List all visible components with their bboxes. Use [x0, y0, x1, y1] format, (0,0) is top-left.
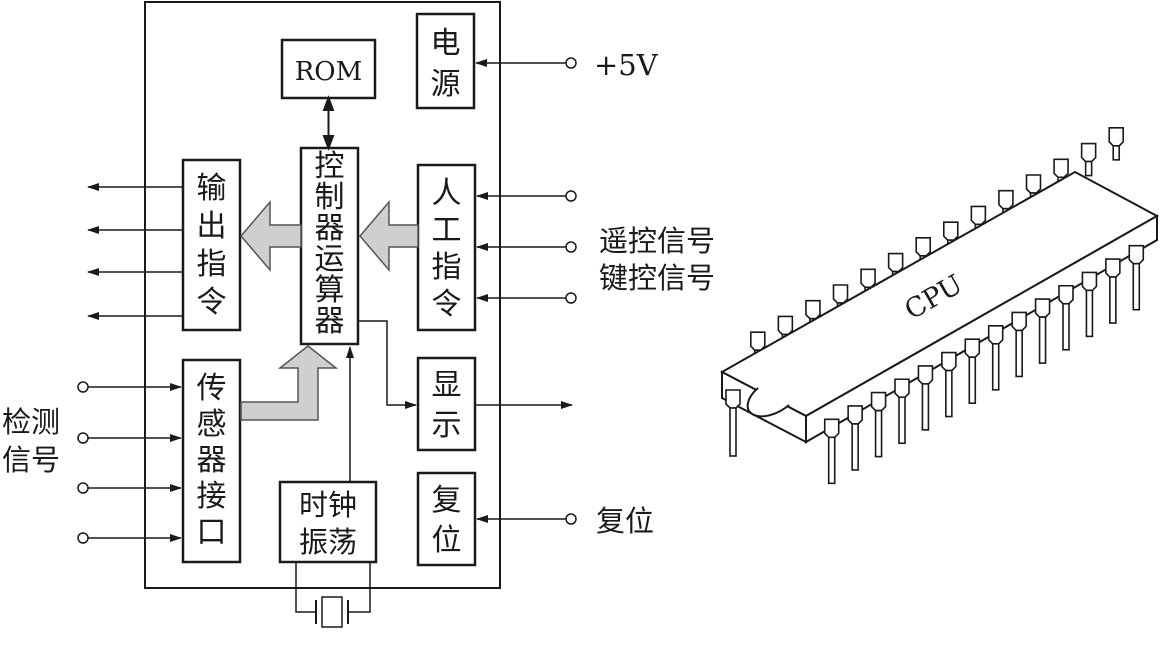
chip-pin — [1128, 244, 1145, 311]
cpu-chip-illustration: CPU — [719, 127, 1160, 485]
reset-signal-label: 复位 — [596, 504, 654, 538]
clock-oscillator-block: 时钟 振荡 — [278, 480, 378, 564]
chip-pin — [964, 338, 981, 404]
power-input-line — [475, 57, 577, 69]
detection-input-lines — [77, 381, 182, 544]
power-char: 源 — [431, 67, 461, 102]
controller-char: 制 — [315, 180, 345, 215]
clock-line: 时钟 — [299, 488, 357, 522]
chip-pin — [917, 365, 934, 431]
controller-char: 控 — [315, 149, 345, 184]
flow-arrow-manual-to-controller — [359, 199, 419, 273]
manual-input-lines — [476, 190, 577, 304]
sensor-char: 感 — [197, 407, 227, 442]
output-char: 出 — [197, 209, 227, 244]
display-char: 显 — [432, 368, 462, 403]
chip-pin — [1105, 258, 1121, 324]
controller-alu-block: 控 制 器 运 算 器 — [299, 146, 360, 346]
display-char: 示 — [432, 408, 462, 443]
display-block: 显 示 — [416, 356, 477, 452]
flow-arrow-controller-to-output — [240, 199, 302, 273]
sensor-char: 传 — [197, 371, 227, 406]
output-char: 指 — [197, 247, 227, 282]
chip-pin — [894, 378, 910, 445]
crystal-oscillator — [295, 562, 371, 628]
rom-bus-link — [322, 95, 335, 151]
clock-line: 振荡 — [299, 525, 357, 559]
output-char: 输 — [197, 171, 227, 206]
controller-to-display-line — [358, 320, 417, 409]
sensor-char: 口 — [197, 515, 227, 550]
chip-pin — [847, 405, 863, 471]
sensor-char: 接 — [197, 479, 227, 514]
chip-pin — [1058, 284, 1074, 351]
power-block: 电 源 — [415, 12, 476, 110]
flow-arrow-sensor-to-controller — [240, 345, 339, 421]
detection-signal-label: 信号 — [2, 443, 60, 477]
chip-pin — [1080, 142, 1097, 177]
manual-char: 令 — [432, 287, 462, 322]
chip-pin — [1011, 311, 1027, 378]
controller-char: 器 — [315, 211, 345, 246]
manual-char: 工 — [432, 213, 462, 248]
chip-notch — [746, 387, 790, 418]
chip-pin — [823, 418, 840, 485]
controller-char: 算 — [315, 273, 345, 308]
reset-block: 复 位 — [416, 471, 477, 567]
output-char: 令 — [197, 285, 227, 320]
chip-pin — [870, 391, 887, 458]
chip-pin — [725, 389, 741, 457]
chip-pin — [941, 351, 957, 418]
rom-block: ROM — [280, 38, 377, 100]
manual-command-block: 人 工 指 令 — [416, 163, 477, 332]
output-command-block: 输 出 指 令 — [181, 158, 242, 332]
output-signal-lines — [87, 183, 183, 320]
reset-input-line — [476, 513, 577, 525]
rom-label: ROM — [295, 57, 363, 87]
key-signal-label: 键控信号 — [599, 261, 715, 295]
controller-board-outline — [144, 1, 501, 589]
chip-pin — [1108, 127, 1125, 161]
controller-char: 运 — [315, 242, 345, 277]
detection-signal-label: 检测 — [2, 405, 60, 439]
sensor-interface-block: 传 感 器 接 口 — [181, 358, 242, 564]
manual-char: 人 — [432, 176, 462, 211]
manual-char: 指 — [432, 250, 462, 285]
reset-char: 复 — [432, 483, 462, 518]
power-char: 电 — [431, 26, 461, 61]
power-voltage-label: +5V — [594, 48, 659, 82]
controller-char: 器 — [315, 304, 345, 339]
chip-pin — [1081, 271, 1098, 338]
chip-pin — [1034, 298, 1051, 364]
remote-signal-label: 遥控信号 — [599, 224, 715, 258]
chip-pins-front-row — [725, 244, 1145, 485]
reset-char: 位 — [432, 523, 462, 558]
chip-pin — [987, 325, 1004, 391]
sensor-char: 器 — [197, 443, 227, 478]
